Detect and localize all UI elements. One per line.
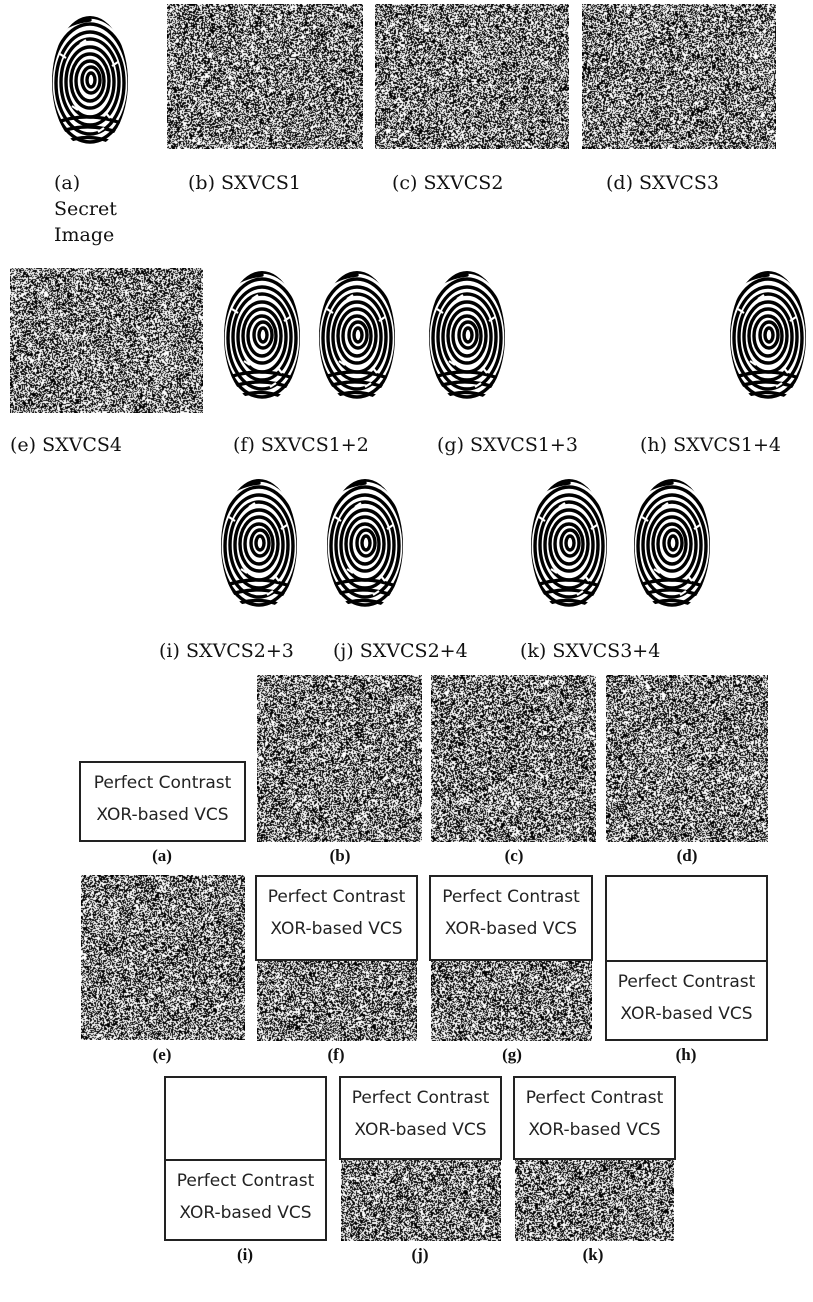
share-noise-sxvcs2 [375, 4, 569, 149]
share-noise-sxvcs1 [167, 4, 363, 149]
caption-2j: (j) [330, 1245, 510, 1265]
box-line-1: Perfect Contrast [81, 767, 244, 799]
text-box-j: Perfect Contrast XOR-based VCS [339, 1076, 502, 1160]
empty-box-i [164, 1076, 327, 1161]
secret-text-box-a: Perfect Contrast XOR-based VCS [79, 761, 246, 842]
box-line-2: XOR-based VCS [341, 1114, 500, 1146]
caption-2i: (i) [155, 1245, 335, 1265]
box-line-2: XOR-based VCS [81, 799, 244, 831]
caption-2f: (f) [246, 1045, 426, 1065]
share-noise-d [606, 675, 768, 842]
caption-1h: (h) SXVCS1+4 [640, 432, 781, 458]
box-line-2: XOR-based VCS [515, 1114, 674, 1146]
caption-2e: (e) [72, 1045, 252, 1065]
box-line-2: XOR-based VCS [257, 913, 416, 945]
caption-2d: (d) [597, 846, 777, 866]
caption-2k: (k) [503, 1245, 683, 1265]
box-line-1: Perfect Contrast [431, 881, 591, 913]
fingerprint-sxvcs1-4 [728, 268, 808, 406]
box-line-1: Perfect Contrast [341, 1082, 500, 1114]
text-box-i: Perfect Contrast XOR-based VCS [164, 1159, 327, 1241]
stack-noise-f [257, 961, 417, 1041]
caption-1e: (e) SXVCS4 [10, 432, 122, 458]
fingerprint-sxvcs1-2-b [317, 268, 397, 406]
caption-1k: (k) SXVCS3+4 [520, 638, 660, 664]
box-line-2: XOR-based VCS [431, 913, 591, 945]
fingerprint-secret-image [50, 14, 130, 150]
caption-1c: (c) SXVCS2 [392, 170, 503, 196]
share-noise-c [431, 675, 596, 842]
text-box-k: Perfect Contrast XOR-based VCS [513, 1076, 676, 1160]
caption-1g: (g) SXVCS1+3 [437, 432, 578, 458]
caption-1d: (d) SXVCS3 [606, 170, 719, 196]
fingerprint-sxvcs3-4-a [529, 476, 609, 614]
box-line-1: Perfect Contrast [257, 881, 416, 913]
stack-noise-k [515, 1159, 674, 1241]
text-box-f: Perfect Contrast XOR-based VCS [255, 875, 418, 961]
box-line-2: XOR-based VCS [166, 1197, 325, 1229]
caption-2g: (g) [422, 1045, 602, 1065]
box-line-1: Perfect Contrast [607, 966, 766, 998]
share-noise-sxvcs4 [10, 268, 203, 413]
caption-1b: (b) SXVCS1 [188, 170, 301, 196]
fingerprint-sxvcs2-3 [219, 476, 299, 614]
caption-2h: (h) [596, 1045, 776, 1065]
text-box-h: Perfect Contrast XOR-based VCS [605, 960, 768, 1041]
text-box-g: Perfect Contrast XOR-based VCS [429, 875, 593, 961]
caption-2b: (b) [250, 846, 430, 866]
box-line-2: XOR-based VCS [607, 998, 766, 1030]
box-line-1: Perfect Contrast [166, 1165, 325, 1197]
fingerprint-sxvcs2-4 [325, 476, 405, 614]
caption-1a: (a) Secret Image [54, 170, 117, 248]
stack-noise-j [341, 1159, 501, 1241]
fingerprint-sxvcs1-2-a [222, 268, 302, 406]
caption-1f: (f) SXVCS1+2 [233, 432, 369, 458]
caption-1j: (j) SXVCS2+4 [333, 638, 468, 664]
fingerprint-sxvcs1-3 [427, 268, 507, 406]
share-noise-e [81, 875, 245, 1040]
share-noise-sxvcs3 [582, 4, 776, 149]
stack-noise-g [431, 961, 592, 1041]
empty-box-h [605, 875, 768, 962]
box-line-1: Perfect Contrast [515, 1082, 674, 1114]
caption-1i: (i) SXVCS2+3 [159, 638, 294, 664]
fingerprint-sxvcs3-4-b [632, 476, 712, 614]
caption-2a: (a) [72, 846, 252, 866]
caption-2c: (c) [424, 846, 604, 866]
share-noise-b [257, 675, 422, 842]
